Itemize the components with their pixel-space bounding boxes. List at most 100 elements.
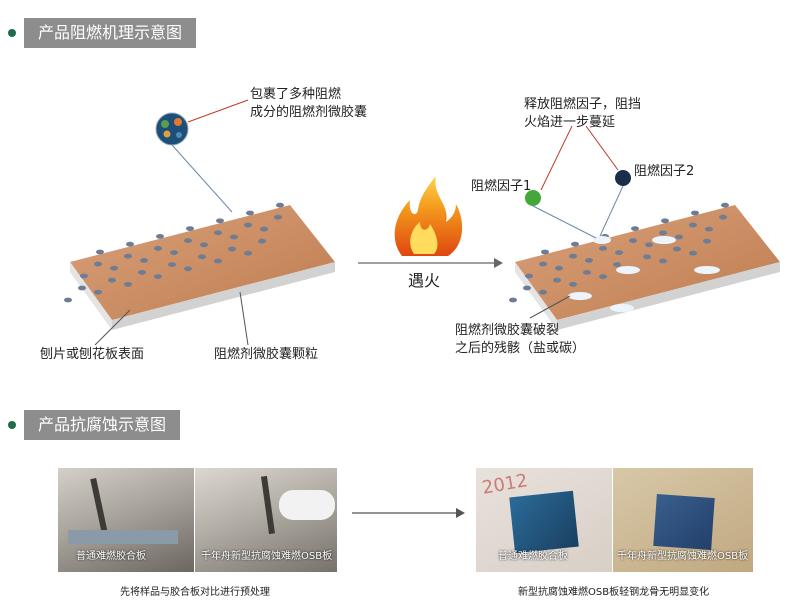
capsule-particle bbox=[78, 285, 86, 291]
release-label-1: 释放阻燃因子，阻挡 bbox=[524, 97, 642, 112]
capsule-particle bbox=[198, 254, 206, 260]
capsule-label-1: 包裹了多种阻燃 bbox=[250, 87, 342, 102]
release-line-b bbox=[585, 125, 619, 171]
right-board bbox=[515, 205, 780, 330]
capsule-particle bbox=[246, 210, 254, 216]
residue-hole bbox=[568, 292, 592, 300]
compare-arrow-head bbox=[456, 508, 465, 518]
capsule-particle bbox=[96, 249, 104, 255]
capsule-particle bbox=[645, 242, 653, 248]
capsule-particle bbox=[230, 234, 238, 240]
capsule-particle bbox=[276, 202, 284, 208]
section-header-mechanism: 产品阻燃机理示意图 bbox=[8, 18, 197, 48]
capsule-particle bbox=[156, 234, 164, 239]
photo-plywood-result: 2012 普通难燃胶合板 bbox=[476, 468, 612, 572]
capsule-particle bbox=[661, 218, 669, 224]
left-board-particles bbox=[64, 202, 284, 303]
capsule-particle bbox=[244, 222, 252, 228]
capsule-particle bbox=[615, 250, 623, 256]
capsule-particle bbox=[555, 265, 563, 271]
particle-leader-line bbox=[239, 291, 249, 346]
capsule-particle bbox=[599, 274, 607, 279]
capsule-particle bbox=[569, 282, 577, 287]
surface-label: 刨片或刨花板表面 bbox=[40, 347, 145, 362]
capsule-particle bbox=[553, 277, 561, 283]
capsule-particle bbox=[659, 230, 667, 236]
capsule-particle bbox=[140, 258, 148, 263]
capsule-particle bbox=[228, 246, 236, 252]
capsule-particle bbox=[583, 270, 591, 275]
capsule-particle bbox=[244, 250, 252, 256]
residue-hole bbox=[616, 266, 640, 274]
photo-caption: 千年舟新型抗腐蚀难燃OSB板 bbox=[201, 551, 333, 562]
flame-icon bbox=[394, 176, 463, 256]
release-line-a bbox=[540, 125, 573, 191]
right-photos-caption: 新型抗腐蚀难燃OSB板轻钢龙骨无明显变化 bbox=[518, 587, 710, 598]
capsule-particle bbox=[523, 285, 531, 291]
capsule-particle bbox=[691, 210, 699, 216]
capsule-particle bbox=[186, 226, 194, 232]
capsule-particle bbox=[138, 270, 146, 275]
capsule-particle bbox=[585, 258, 593, 263]
capsule-particle bbox=[569, 253, 577, 259]
capsule-particle bbox=[124, 253, 132, 259]
capsule-particle bbox=[216, 218, 224, 224]
photo-osb-result: 千年舟新型抗腐蚀难燃OSB板 bbox=[613, 468, 753, 572]
residue-leader-line bbox=[529, 295, 571, 319]
photo-caption: 普通难燃胶合板 bbox=[76, 551, 146, 562]
capsule-particle bbox=[631, 226, 639, 232]
capsule-particle bbox=[124, 282, 132, 287]
release-label-2: 火焰进一步蔓延 bbox=[524, 115, 616, 130]
capsule-particle bbox=[659, 258, 667, 264]
photo-caption: 普通难燃胶合板 bbox=[498, 551, 568, 562]
section-header-corrosion: 产品抗腐蚀示意图 bbox=[8, 410, 181, 440]
photo-plywood-pretreatment: 普通难燃胶合板 bbox=[58, 468, 194, 572]
capsule-particle bbox=[214, 258, 222, 264]
capsule-particle bbox=[703, 238, 711, 244]
capsule-particle bbox=[629, 238, 637, 244]
capsule-particle bbox=[126, 241, 134, 247]
capsule-particle bbox=[108, 277, 116, 283]
capsule-particle bbox=[200, 242, 208, 248]
capsule-particle bbox=[541, 249, 549, 255]
capsule-particle bbox=[94, 289, 102, 295]
capsule-icon bbox=[155, 112, 189, 146]
bullet-dot bbox=[8, 421, 16, 429]
fire-label: 遇火 bbox=[408, 271, 441, 290]
capsule-particle bbox=[168, 262, 176, 267]
capsule-particle bbox=[705, 226, 713, 232]
residue-hole bbox=[610, 304, 634, 312]
capsule-particle bbox=[571, 241, 579, 247]
residue-hole bbox=[694, 266, 720, 274]
capsule-particle bbox=[509, 297, 517, 303]
capsule-particle bbox=[170, 250, 178, 256]
photo-osb-pretreatment: 千年舟新型抗腐蚀难燃OSB板 bbox=[195, 468, 337, 572]
capsule-particle bbox=[110, 265, 118, 271]
factor1-path bbox=[532, 205, 597, 239]
photo-caption: 千年舟新型抗腐蚀难燃OSB板 bbox=[617, 551, 749, 562]
capsule-particle bbox=[94, 261, 102, 267]
left-board bbox=[70, 205, 335, 330]
capsule-particle bbox=[613, 262, 621, 267]
capsule-pointer-line bbox=[171, 144, 233, 213]
capsule-particle bbox=[675, 234, 683, 240]
residue-label-1: 阻燃剂微胶囊破裂 bbox=[455, 323, 560, 338]
bullet-dot bbox=[8, 29, 16, 37]
factor2-label: 阻燃因子2 bbox=[634, 164, 695, 179]
capsule-particle bbox=[154, 274, 162, 279]
capsule-particle bbox=[154, 246, 162, 251]
residue-hole bbox=[652, 236, 676, 244]
surface-leader-line bbox=[94, 309, 131, 346]
factor2-path bbox=[599, 185, 624, 237]
capsule-particle bbox=[260, 226, 268, 232]
factor1-label: 阻燃因子1 bbox=[471, 179, 532, 194]
capsule-particle bbox=[258, 238, 266, 244]
capsule-particle bbox=[539, 261, 547, 267]
capsule-particle bbox=[64, 297, 72, 303]
capsule-particle bbox=[719, 214, 727, 220]
section-title: 产品阻燃机理示意图 bbox=[24, 18, 197, 48]
capsule-particle bbox=[673, 246, 681, 252]
capsule-particle bbox=[721, 202, 729, 208]
capsule-label-line bbox=[187, 99, 249, 123]
